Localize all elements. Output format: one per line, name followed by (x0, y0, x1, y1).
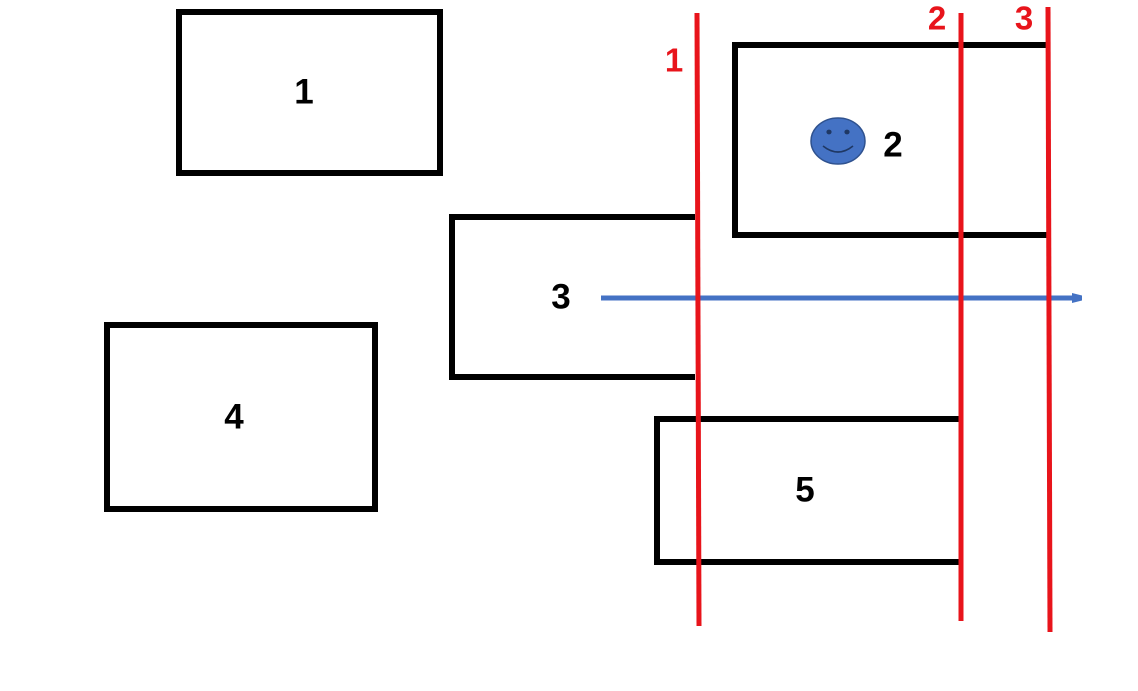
box-1-label: 1 (294, 72, 313, 111)
box-5-rect (654, 416, 960, 565)
box-3-label: 3 (551, 277, 570, 316)
smiley-face-left-eye (826, 129, 832, 135)
vertical-line-1-stroke (694, 12, 702, 627)
smiley-face-head (810, 117, 866, 165)
box-1-rect (176, 9, 443, 176)
smiley-face-mouth (822, 145, 854, 153)
vertical-line-3: 3 (1015, 0, 1053, 633)
box-5: 5 (654, 416, 960, 565)
box-2-label: 2 (883, 125, 902, 164)
vertical-line-1-label: 1 (665, 42, 683, 79)
vertical-line-3-label: 3 (1015, 0, 1033, 37)
smiley-face-icon (810, 117, 866, 165)
box-2-rect (732, 42, 1048, 238)
smiley-face-right-eye (844, 129, 850, 135)
box-3-rect (449, 214, 695, 380)
vertical-line-3-stroke (1045, 6, 1053, 633)
box-4: 4 (104, 322, 378, 512)
vertical-line-2-label: 2 (928, 0, 946, 37)
box-4-label: 4 (224, 397, 244, 436)
box-2: 2 (732, 42, 1048, 238)
box-3: 3 (449, 214, 695, 380)
box-5-label: 5 (795, 470, 814, 509)
box-1: 1 (176, 9, 443, 176)
box-4-rect (104, 322, 378, 512)
vertical-line-1: 1 (665, 12, 702, 627)
vertical-line-2: 2 (928, 0, 964, 621)
